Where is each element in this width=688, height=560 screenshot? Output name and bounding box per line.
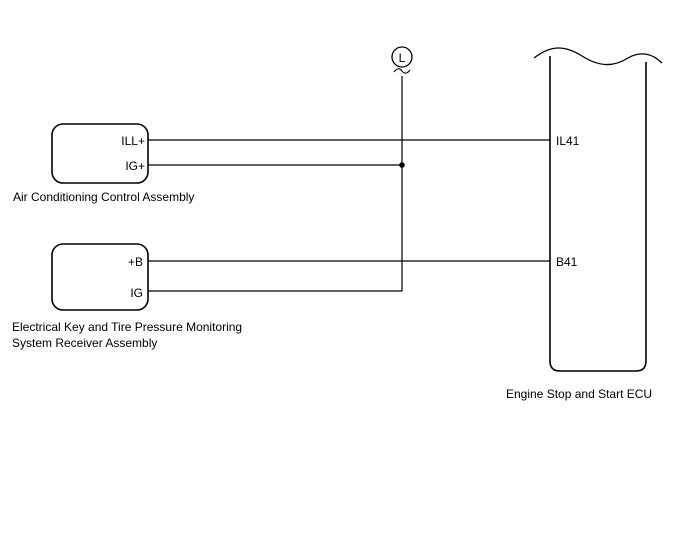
ac-control-assembly: ILL+ IG+ Air Conditioning Control Assemb…: [13, 123, 194, 204]
ecu-pin-il41-label: IL41: [556, 134, 580, 148]
ecu-break-line: [533, 47, 663, 66]
key-pin-b-label: +B: [128, 255, 143, 269]
connector-l-circle: [391, 46, 413, 68]
ecu-box: [549, 56, 647, 372]
ac-pin-ill-label: ILL+: [121, 134, 145, 148]
key-receiver-box: [51, 243, 149, 311]
connector-l-tilde: [393, 68, 411, 74]
key-receiver-name-line2: System Receiver Assembly: [12, 336, 157, 350]
wire-keyig-to-junction: [148, 165, 403, 292]
connector-l-label: L: [399, 51, 406, 65]
ecu-pin-b41-label: B41: [556, 255, 578, 269]
key-receiver-assembly: +B IG Electrical Key and Tire Pressure M…: [12, 243, 242, 350]
ac-pin-ig-label: IG+: [125, 159, 145, 173]
key-pin-ig-label: IG: [130, 286, 143, 300]
junction-dot: [399, 162, 405, 168]
ecu-assembly: IL41 B41 Engine Stop and Start ECU: [506, 47, 663, 401]
key-receiver-name-line1: Electrical Key and Tire Pressure Monitor…: [12, 320, 242, 334]
ac-control-box: [51, 123, 149, 184]
ac-control-name: Air Conditioning Control Assembly: [13, 190, 194, 204]
ecu-name: Engine Stop and Start ECU: [506, 387, 652, 401]
connector-l: L: [391, 46, 413, 74]
